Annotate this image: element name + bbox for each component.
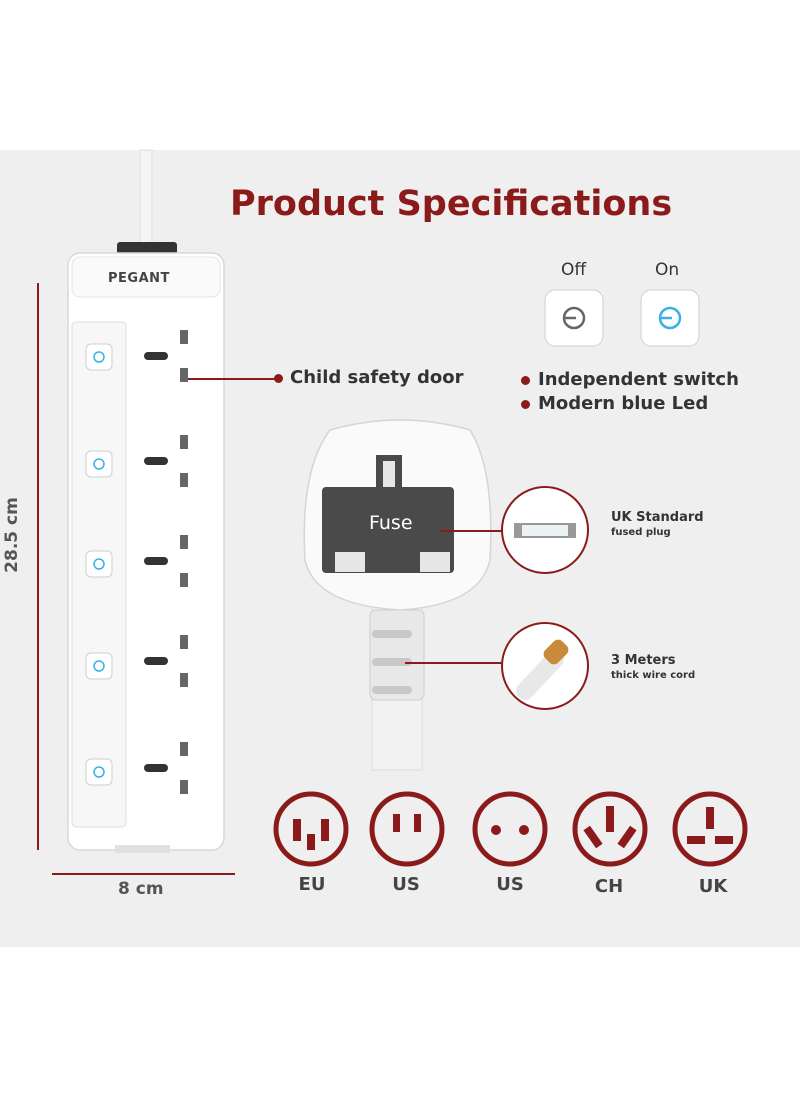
width-label: 8 cm [118,879,164,899]
feature-blue-led: Modern blue Led [538,393,709,414]
fuse-label: Fuse [369,512,413,534]
socket-4 [144,635,188,687]
child-safety-label: Child safety door [290,367,464,388]
switch-2[interactable] [85,450,115,480]
socket-1 [144,330,188,382]
child-safety-leader [188,378,278,380]
ch-socket-icon [572,791,648,867]
socket-label-us: US [392,874,420,895]
switch-5[interactable] [85,758,115,788]
switch-on-icon [640,289,700,347]
switch-off-icon [544,289,604,347]
power-icon [93,766,105,778]
cord-leader [405,662,502,664]
height-dimension-line [37,283,39,850]
socket-3 [144,535,188,587]
width-dimension-line [52,873,235,875]
socket-5 [144,742,188,794]
us-round-socket-icon [472,791,548,867]
cord-length-title: 3 Meters [611,653,676,668]
fuse-zoom-circle [501,486,589,574]
switch-3[interactable] [85,550,115,580]
on-label: On [655,260,680,280]
socket-label-uk: UK [698,876,728,897]
feature-dot-2 [521,400,530,409]
feature-independent-switch: Independent switch [538,369,739,390]
power-icon [93,558,105,570]
child-safety-dot [274,374,283,383]
socket-label-eu: EU [298,874,326,895]
switch-4[interactable] [85,652,115,682]
fuse-leader [440,530,502,532]
cord-zoom-circle [501,622,589,710]
power-icon [93,458,105,470]
feature-dot-1 [521,376,530,385]
off-label: Off [561,260,587,280]
socket-label-us-round: US [496,874,524,895]
power-icon [93,351,105,363]
us-socket-icon [369,791,445,867]
cord-length-sub: thick wire cord [611,670,696,681]
eu-socket-icon [273,791,349,867]
uk-standard-sub: fused plug [611,527,671,538]
power-icon [93,660,105,672]
socket-2 [144,435,188,487]
switch-1[interactable] [85,343,115,373]
socket-label-ch: CH [594,876,624,897]
brand-logo: PEGANT [108,271,170,286]
uk-socket-icon [672,791,748,867]
uk-standard-title: UK Standard [611,510,704,525]
